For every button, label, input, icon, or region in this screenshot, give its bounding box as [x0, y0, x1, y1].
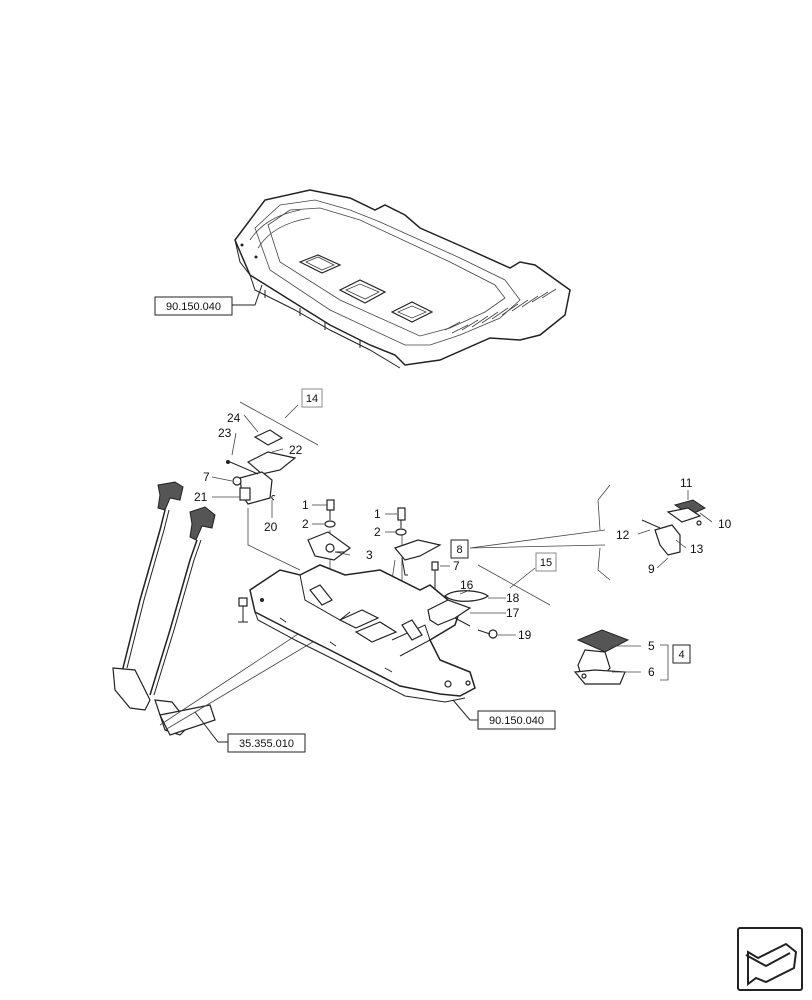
part-19: 19 — [518, 628, 532, 642]
reference-lever-link[interactable]: 35.355.010 — [194, 711, 306, 753]
part-16: 16 — [460, 578, 474, 592]
part-2a: 2 — [302, 517, 309, 531]
part-17: 17 — [506, 606, 520, 620]
floor-plate — [249, 564, 476, 703]
part-20: 20 — [264, 520, 278, 534]
svg-text:15: 15 — [540, 557, 552, 569]
latch-assembly-9-13 — [641, 499, 707, 556]
svg-text:90.150.040: 90.150.040 — [166, 301, 221, 313]
part-1b: 1 — [374, 507, 381, 521]
callout-4[interactable]: 4 — [660, 644, 691, 681]
svg-text:35.355.010: 35.355.010 — [239, 738, 294, 750]
part-5: 5 — [648, 639, 655, 653]
bracket-8 — [393, 539, 442, 576]
left-levers — [112, 481, 216, 736]
part-13: 13 — [690, 542, 704, 556]
part-3: 3 — [366, 548, 373, 562]
part-7b: 7 — [453, 559, 460, 573]
callout-8[interactable]: 8 — [450, 529, 606, 559]
leader-lines — [211, 414, 713, 673]
callout-15[interactable]: 15 — [477, 552, 557, 606]
bolt-left — [238, 597, 248, 623]
pedal-assembly-16-19 — [427, 561, 498, 639]
reference-floor-plate[interactable]: 90.150.040 — [452, 699, 556, 730]
part-1a: 1 — [302, 498, 309, 512]
part-24: 24 — [227, 411, 241, 425]
part-21: 21 — [194, 490, 208, 504]
svg-text:14: 14 — [306, 393, 318, 405]
part-18: 18 — [506, 591, 520, 605]
part-6: 6 — [648, 665, 655, 679]
right-guide-lines — [597, 484, 611, 581]
svg-text:90.150.040: 90.150.040 — [489, 715, 544, 727]
part-12: 12 — [616, 528, 630, 542]
part-7a: 7 — [203, 470, 210, 484]
pedal-4 — [573, 629, 630, 685]
part-2b: 2 — [374, 525, 381, 539]
part-23: 23 — [218, 426, 232, 440]
part-10: 10 — [718, 517, 732, 531]
svg-text:8: 8 — [456, 544, 462, 556]
part-labels: 24 23 22 7 21 20 1 2 1 2 3 7 16 18 17 19… — [194, 411, 732, 679]
reference-top-panel[interactable]: 90.150.040 — [154, 284, 263, 316]
next-page-arrow-icon[interactable] — [737, 927, 803, 991]
floor-mat-panel — [234, 189, 571, 369]
part-11: 11 — [680, 476, 693, 490]
part-9: 9 — [648, 562, 655, 576]
callout-14-guides — [239, 401, 319, 446]
callout-14[interactable]: 14 — [301, 388, 323, 408]
bracket-assembly — [226, 429, 297, 505]
part-22: 22 — [289, 443, 303, 457]
center-bolts — [307, 499, 407, 561]
svg-text:4: 4 — [678, 649, 684, 661]
